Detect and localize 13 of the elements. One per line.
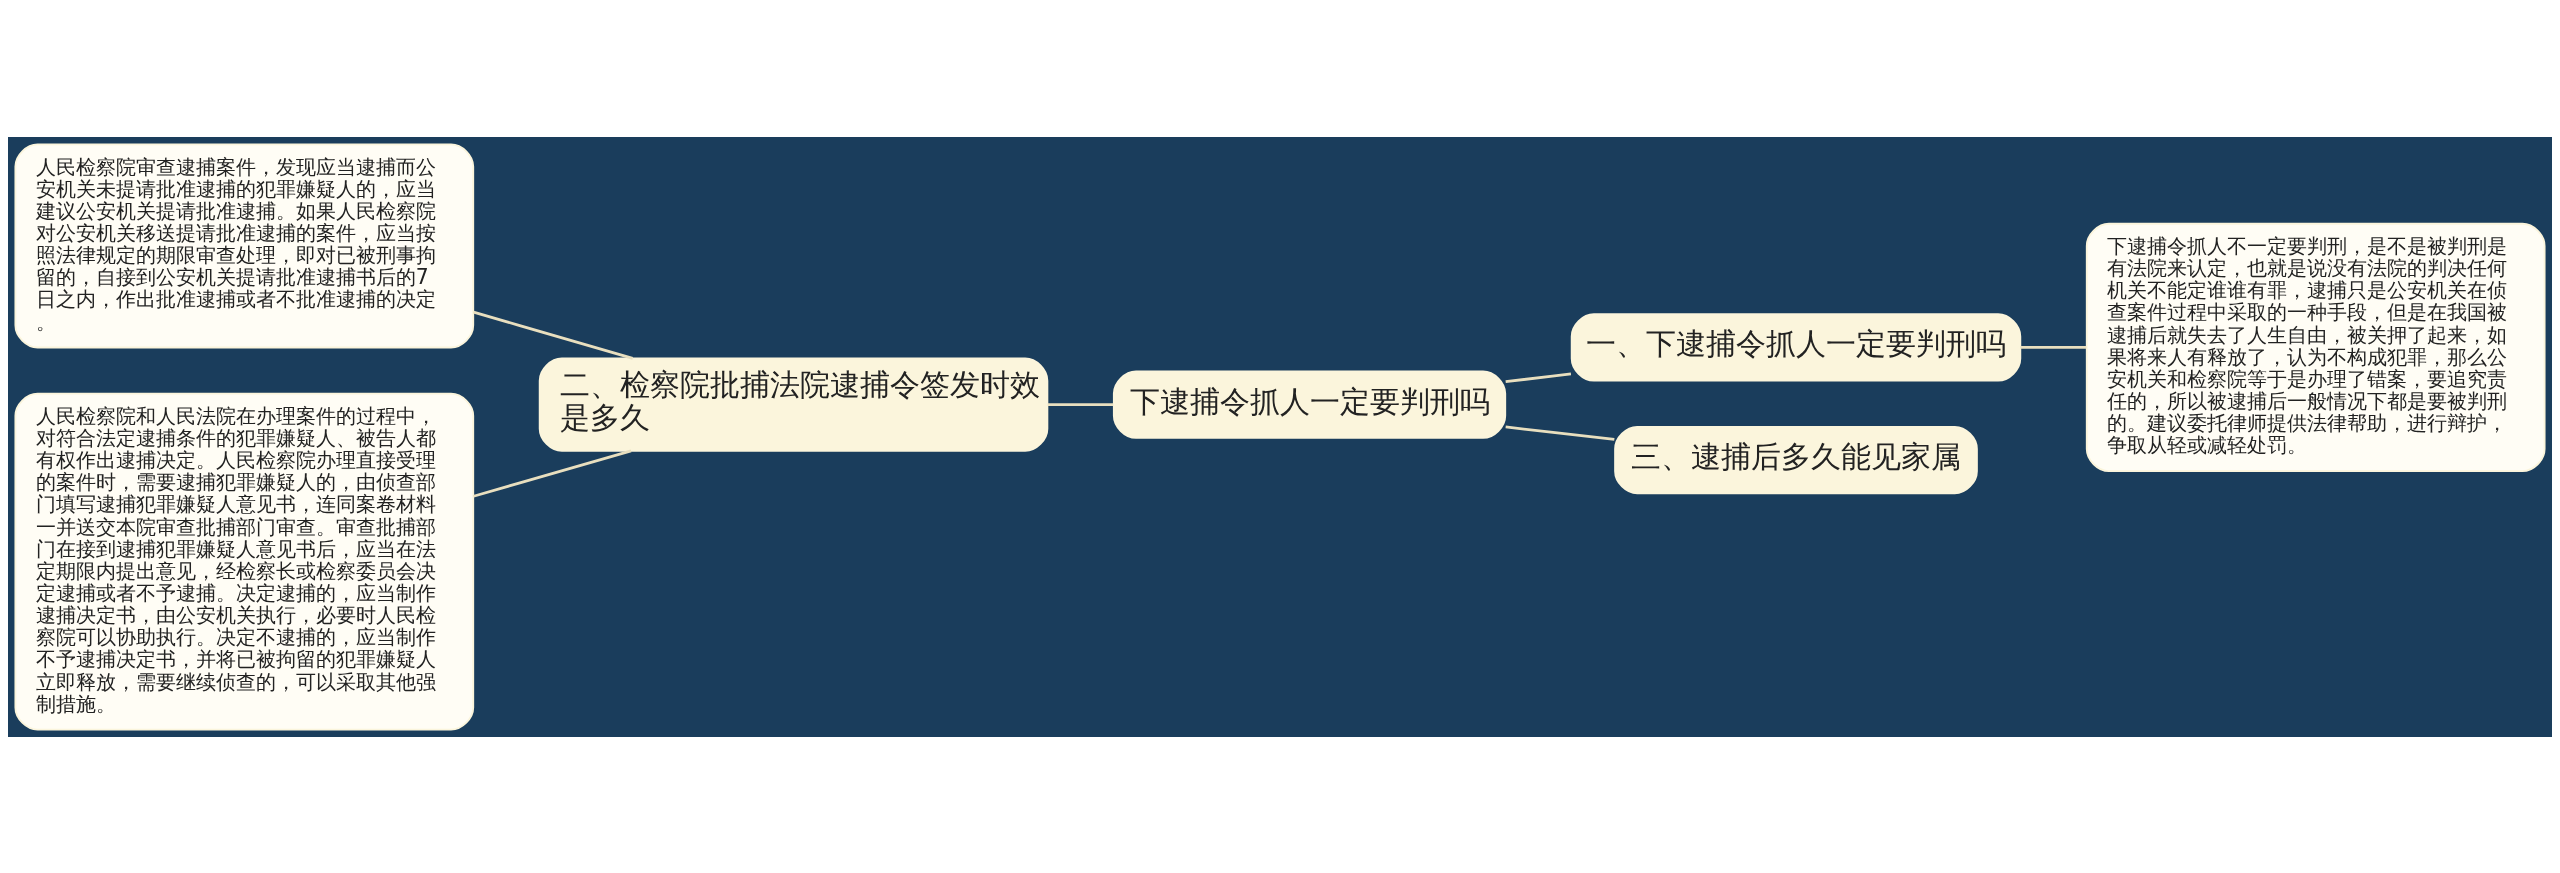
connector bbox=[473, 310, 634, 360]
connector bbox=[473, 449, 632, 498]
connector bbox=[1047, 402, 1114, 406]
node-box: 人民检察院和人民法院在办理案件的过程中，对符合法定逮捕条件的犯罪嫌疑人、被告人都有权作出逮捕决定。人民检察院办理直接受理的案件时，需要逮捕犯罪嫌疑人的，由侦查部门填写逮捕犯罪嫌疑人意见书，连同案卷材料一并送交本院审查批捕部门审查。审查批捕部门在接到逮捕犯罪嫌疑人意见书后，应当在法定期限内提出意见，经检察长或检察委员会决定逮捕或者不予逮捕。决定逮捕的，应当制作逮捕决定书，由公安机关执行，必要时人民检察院可以协助执行。决定不逮捕的，应当制作不予逮捕决定书，并将已被拘留的犯罪嫌疑人立即释放，需要继续侦查的，可以采取其他强制措施。 bbox=[14, 392, 475, 731]
node-box: 一、下逮捕令抓人一定要判刑吗 bbox=[1570, 312, 2022, 382]
connector bbox=[1505, 372, 1572, 383]
node-box: 下逮捕令抓人一定要判刑吗 bbox=[1112, 370, 1507, 439]
node-box: 人民检察院审查逮捕案件，发现应当逮捕而公安机关未提请批准逮捕的犯罪嫌疑人的，应当建议公安机关提请批准逮捕。如果人民检察院对公安机关移送提请批准逮捕的案件，应当按照法律规定的期限审查处理，即对已被刑事拘留的，自接到公安机关提请批准逮捕书后的7日之内，作出批准逮捕或者不批准逮捕的决定。 bbox=[14, 142, 475, 348]
node-box: 下逮捕令抓人不一定要判刑，是不是被判刑是有法院来认定，也就是说没有法院的判决任何机关不能定谁谁有罪，逮捕只是公安机关在侦查案件过程中采取的一种手段，但是在我国被逮捕后就失去了人生自由，被关押了起来，如果将来人有释放了，认为不构成犯罪，那么公安机关和检察院等于是办理了错案，要追究责任的，所以被逮捕后一般情况下都是要被判刑的。建议委托律师提供法律帮助，进行辩护，争取从轻或减轻处罚。 bbox=[2085, 222, 2546, 472]
connector bbox=[1505, 425, 1615, 441]
node-box: 二、检察院批捕法院逮捕令签发时效是多久 bbox=[538, 357, 1049, 452]
connector bbox=[2020, 345, 2087, 349]
node-box: 三、逮捕后多久能见家属 bbox=[1614, 425, 1978, 494]
